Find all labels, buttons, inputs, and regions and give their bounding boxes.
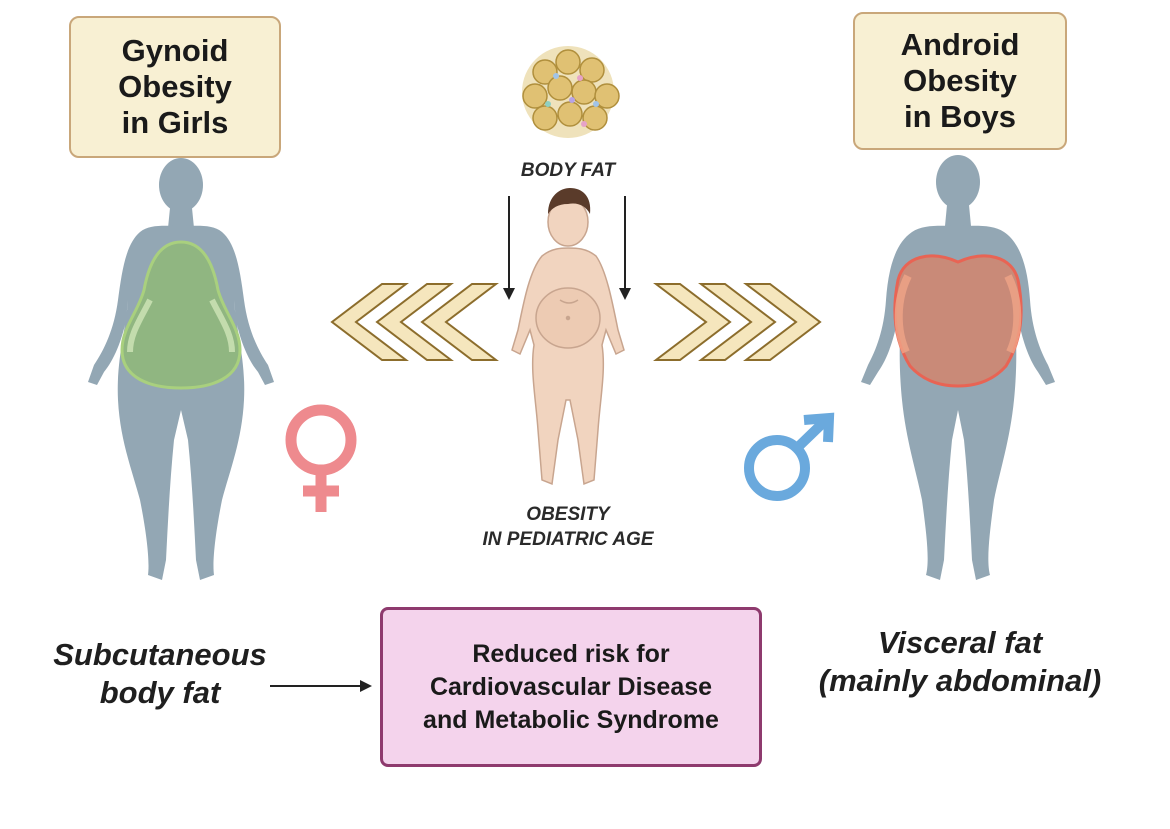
risk-line-3: and Metabolic Syndrome [423,705,719,734]
chevrons-right-icon [653,283,822,361]
risk-line-2: Cardiovascular Disease [429,672,713,701]
gynoid-title-box: Gynoid Obesity in Girls [69,16,281,158]
male-symbol-icon [744,412,835,501]
risk-arrow [270,680,372,692]
child-figure-icon [511,188,625,486]
gynoid-title-line-1: Gynoid [121,33,229,68]
android-fat-region [893,254,1023,388]
android-title-line-1: Android [900,27,1020,62]
obesity-pediatric-label: OBESITY IN PEDIATRIC AGE [440,502,696,552]
android-title-line-3: in Boys [904,99,1016,134]
body-fat-label: BODY FAT [520,160,616,181]
female-symbol-icon [285,404,357,512]
android-title-box: Android Obesity in Boys [853,12,1067,150]
risk-line-1: Reduced risk for [472,639,670,668]
gynoid-title-line-2: Obesity [118,69,232,104]
visceral-caption: Visceral fat (mainly abdominal) [800,624,1120,700]
gynoid-title-line-3: in Girls [121,105,229,140]
subcutaneous-line-2: body fat [99,675,221,710]
visceral-line-1: Visceral fat [877,625,1043,660]
fat-cells-cluster-icon [522,46,620,138]
obesity-label-line-1: OBESITY [526,504,610,525]
android-title-line-2: Obesity [903,63,1017,98]
subcutaneous-caption: Subcutaneous body fat [30,636,290,712]
body-fat-arrows [503,196,631,300]
chevrons-left-icon [330,283,499,361]
subcutaneous-line-1: Subcutaneous [53,637,267,672]
risk-box: Reduced risk for Cardiovascular Disease … [380,607,762,767]
obesity-label-line-2: IN PEDIATRIC AGE [482,529,654,550]
visceral-line-2: (mainly abdominal) [818,663,1102,698]
gynoid-fat-region [120,240,242,390]
